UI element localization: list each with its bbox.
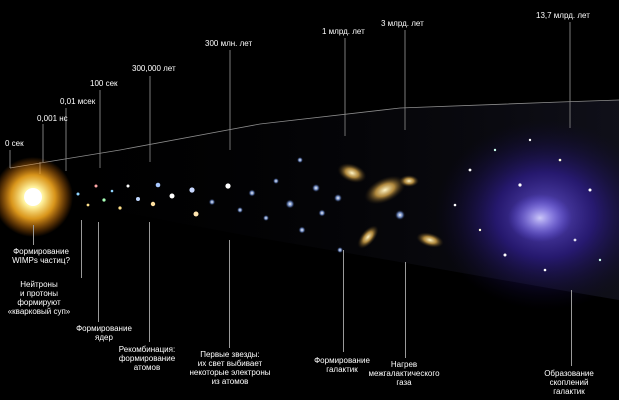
time-label-7: 3 млрд. лет [381,19,424,28]
event-leader-1 [81,220,82,278]
event-label-first-stars: Первые звезды: их свет выбивает некоторы… [189,350,271,386]
event-label-recombination: Рекомбинация: формирование атомов [118,345,176,372]
event-label-clusters: Образование скоплений галактик [544,369,594,396]
time-label-0: 0 сек [5,139,24,148]
bright-star [395,210,405,220]
event-leader-2 [98,222,99,322]
time-label-5: 300 млн. лет [205,39,253,48]
event-label-nuclei: Формирование ядер [76,324,132,342]
cluster-stars [453,138,602,272]
event-label-galaxies: Формирование галактик [314,356,370,374]
big-bang-core [24,188,42,206]
event-leader-4 [229,240,230,348]
cluster-core [508,194,572,242]
time-label-1: 0,001 нс [37,114,68,123]
time-label-6: 1 млрд. лет [322,27,365,36]
early-particles [76,157,343,253]
event-leader-0 [33,225,34,245]
galaxy-spiral-3 [357,225,379,249]
time-leaders [9,22,571,168]
event-label-wimps: Формирование WIMPs частиц? [12,247,70,265]
galaxy-spiral-1 [364,175,406,205]
galaxy-spiral-2 [337,163,367,183]
event-leader-3 [149,222,150,342]
event-label-quark-soup: Нейтроны и протоны формируют «кварковый … [7,280,71,316]
event-leader-7 [571,290,572,366]
time-label-4: 300,000 лет [132,64,176,73]
galaxy-spiral-4 [416,232,444,248]
time-label-8: 13,7 млрд. лет [536,11,590,20]
time-label-2: 0,01 мсек [60,97,96,106]
galaxy-small-1 [399,175,419,187]
event-leader-6 [405,262,406,358]
time-label-3: 100 сек [90,79,118,88]
event-leader-5 [343,250,344,352]
event-label-gas-heating: Нагрев межгалактического газа [368,360,440,387]
